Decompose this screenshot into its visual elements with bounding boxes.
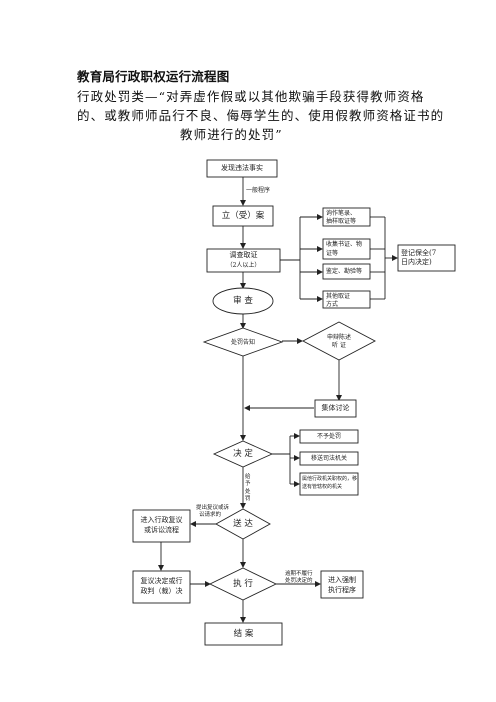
transfer-judicial-label: 移送司法机关: [310, 455, 347, 462]
preserve-label-2: 日内决定): [401, 258, 432, 266]
evidence-4-label-2: 方式: [326, 301, 339, 308]
evidence-box-3: [322, 263, 371, 280]
evidence-box-4: [322, 290, 371, 309]
deliver-diamond: [215, 508, 271, 540]
evidence-4-label-1: 其他取证: [326, 293, 351, 300]
evidence-3-label: 鉴定、勘验等: [326, 268, 363, 275]
penalty-vertical-label: 给予处罚: [245, 474, 251, 503]
notify-label: 处罚告知: [230, 339, 255, 346]
overdue-label-2: 处罚决定的: [285, 578, 313, 584]
review-oval: [212, 287, 274, 315]
execute-diamond: [208, 567, 278, 601]
decide-diamond: [212, 440, 274, 468]
reconsider-box: [132, 509, 191, 543]
transfer-other-box: [299, 472, 359, 496]
discussion-box: [314, 399, 357, 418]
hearing-diamond: [302, 321, 376, 361]
register-box: [212, 205, 274, 227]
evidence-2-label-2: 证等: [326, 250, 339, 257]
reconsider-label-2: 或诉讼流程: [144, 526, 179, 534]
transfer-other-label-2: 送有管辖权的机关: [302, 484, 343, 490]
register-label: 立（受）案: [221, 211, 265, 221]
investigate-label-2: （2人以上）: [226, 262, 261, 269]
investigate-label-1: 调查取证: [229, 251, 258, 259]
result-box: [132, 570, 191, 604]
evidence-1-label-2: 抽样取证等: [326, 218, 357, 225]
review-label: 审 查: [233, 296, 253, 306]
evidence-box-2: [322, 238, 371, 260]
transfer-other-label-1: 属他行政机关职权的，移: [302, 476, 358, 482]
appeal-note-label-2: 讼请求的: [199, 512, 222, 518]
appeal-note-label-1: 提出复议或诉: [196, 505, 230, 511]
close-label: 结 案: [233, 629, 254, 639]
result-label-1: 复议决定或行: [140, 577, 183, 585]
evidence-box-1: [322, 207, 371, 227]
hearing-label-1: 申辩陈述: [326, 334, 351, 341]
no-penalty-label: 不予处罚: [316, 433, 341, 440]
discover-box: [206, 159, 278, 178]
subtitle-line-3: 教师进行的处罚”: [180, 127, 283, 142]
deliver-label: 送 达: [233, 519, 253, 529]
decide-label: 决 定: [233, 449, 253, 459]
evidence-2-label-1: 收集书证、物: [326, 241, 363, 248]
discussion-label: 集体讨论: [321, 404, 350, 412]
enforce-label-1: 进入强制: [328, 576, 356, 584]
general-procedure-label: 一般程序: [246, 187, 271, 194]
evidence-1-label-1: 询作笔录、: [326, 210, 357, 217]
subtitle-line-1: 行政处罚类—“对弄虚作假或以其他欺骗手段获得教师资格: [77, 89, 425, 104]
preserve-box: [397, 244, 456, 272]
hearing-label-2: 听 证: [332, 342, 346, 349]
investigate-box: [206, 248, 281, 273]
discover-label: 发现违法事实: [221, 164, 263, 172]
no-penalty-box: [299, 429, 359, 444]
page-title: 教育局行政职权运行流程图: [77, 69, 230, 84]
reconsider-label-1: 进入行政复议: [140, 516, 183, 524]
enforce-box: [320, 570, 364, 599]
execute-label: 执 行: [233, 579, 253, 589]
result-label-2: 政判（裁）决: [140, 587, 183, 595]
notify-diamond: [202, 327, 284, 357]
preserve-label-1: 登记保全(7: [401, 249, 437, 257]
overdue-label-1: 逾期不履行: [285, 571, 313, 577]
subtitle-line-2: 的、或教师师品行不良、侮辱学生的、使用假教师资格证书的: [77, 108, 445, 123]
transfer-judicial-box: [299, 451, 359, 466]
close-box: [204, 622, 283, 646]
enforce-label-2: 执行程序: [328, 586, 356, 594]
